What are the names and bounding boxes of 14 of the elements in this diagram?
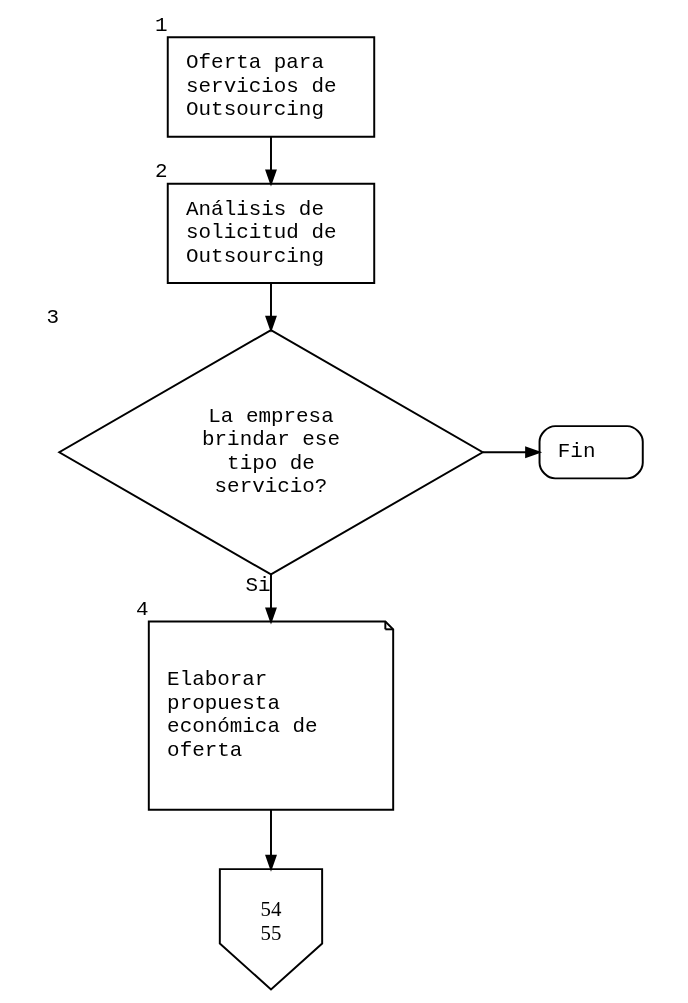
arrow [264,573,277,625]
arrow [481,446,542,459]
arrow [264,282,277,333]
node-label: 1 [154,13,167,37]
edge-label: Si [244,574,270,598]
node-box: Fin [538,425,644,480]
node-diamond: La empresa brindar ese tipo de servicio? [56,328,485,576]
node-label: 4 [135,597,149,621]
node-box: Análisis de solicitud de Outsourcing [166,182,375,284]
arrow [264,136,277,187]
arrow [264,808,277,872]
node-label: 2 [154,159,167,183]
node-box: Oferta para servicios de Outsourcing [166,36,375,138]
node-label: 3 [45,306,59,330]
